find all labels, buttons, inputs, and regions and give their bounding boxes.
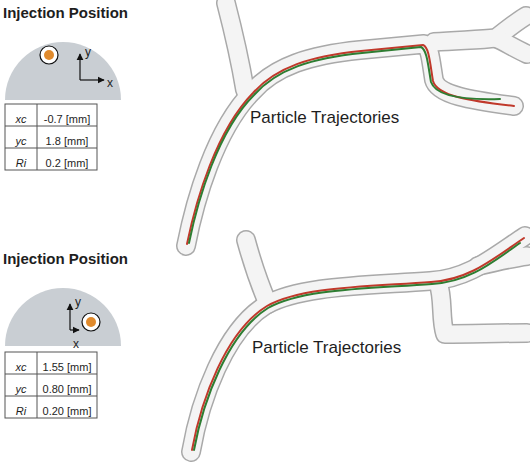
injection-circle xyxy=(40,46,58,64)
axis-label-slot: y xyxy=(75,292,81,310)
panel-title: Injection Position xyxy=(3,4,128,21)
table-value: 0.20 [mm] xyxy=(43,405,92,417)
vessel xyxy=(191,236,527,452)
value-table xyxy=(5,104,97,170)
axis-label: y xyxy=(75,295,81,309)
table-value: 1.8 [mm] xyxy=(46,135,89,147)
axis-label-slot: x xyxy=(107,73,113,91)
axis-label: x xyxy=(73,337,79,351)
value-table xyxy=(5,352,97,418)
vessel xyxy=(186,3,527,246)
table-value: -0.7 [mm] xyxy=(44,113,90,125)
table-value: 0.2 [mm] xyxy=(46,157,89,169)
table-value-slot: 1.55 [mm] xyxy=(37,357,97,375)
table-value-slot: 0.20 [mm] xyxy=(37,401,97,419)
table-key-slot: Ri xyxy=(5,401,37,419)
figure-caption: Particle Trajectories xyxy=(252,338,401,357)
axis-arrow xyxy=(79,54,80,80)
figure-caption-slot: Particle Trajectories xyxy=(252,338,401,358)
panel-title-slot: Injection Position xyxy=(3,250,128,268)
axis-arrow xyxy=(80,79,104,80)
table-value-slot: -0.7 [mm] xyxy=(37,109,97,127)
table-key-slot: yc xyxy=(5,379,37,397)
figure-caption: Particle Trajectories xyxy=(250,108,399,127)
axis-label-slot: x xyxy=(73,334,79,352)
table-value-slot: 0.80 [mm] xyxy=(37,379,97,397)
table-key-slot: Ri xyxy=(5,153,37,171)
panel-title: Injection Position xyxy=(3,250,128,267)
table-key: Ri xyxy=(16,157,26,169)
panel-title-slot: Injection Position xyxy=(3,4,128,22)
table-value: 1.55 [mm] xyxy=(43,361,92,373)
axis-label: x xyxy=(107,76,113,90)
table-key: yc xyxy=(16,383,27,395)
axis-arrow xyxy=(69,304,70,330)
axis-label-slot: y xyxy=(85,42,91,60)
figure-caption-slot: Particle Trajectories xyxy=(250,108,399,128)
table-key: Ri xyxy=(16,405,26,417)
table-value: 0.80 [mm] xyxy=(43,383,92,395)
cross-section xyxy=(5,42,121,100)
axis-arrow xyxy=(70,329,79,330)
injection-particles xyxy=(44,50,54,60)
injection-circle xyxy=(82,313,100,331)
table-key: xc xyxy=(16,113,27,125)
table-key-slot: xc xyxy=(5,109,37,127)
cross-section xyxy=(5,288,121,346)
table-value-slot: 0.2 [mm] xyxy=(37,153,97,171)
table-key: xc xyxy=(16,361,27,373)
table-key-slot: yc xyxy=(5,131,37,149)
table-key-slot: xc xyxy=(5,357,37,375)
injection-particles xyxy=(86,317,96,327)
table-key: yc xyxy=(16,135,27,147)
axis-label: y xyxy=(85,45,91,59)
table-value-slot: 1.8 [mm] xyxy=(37,131,97,149)
